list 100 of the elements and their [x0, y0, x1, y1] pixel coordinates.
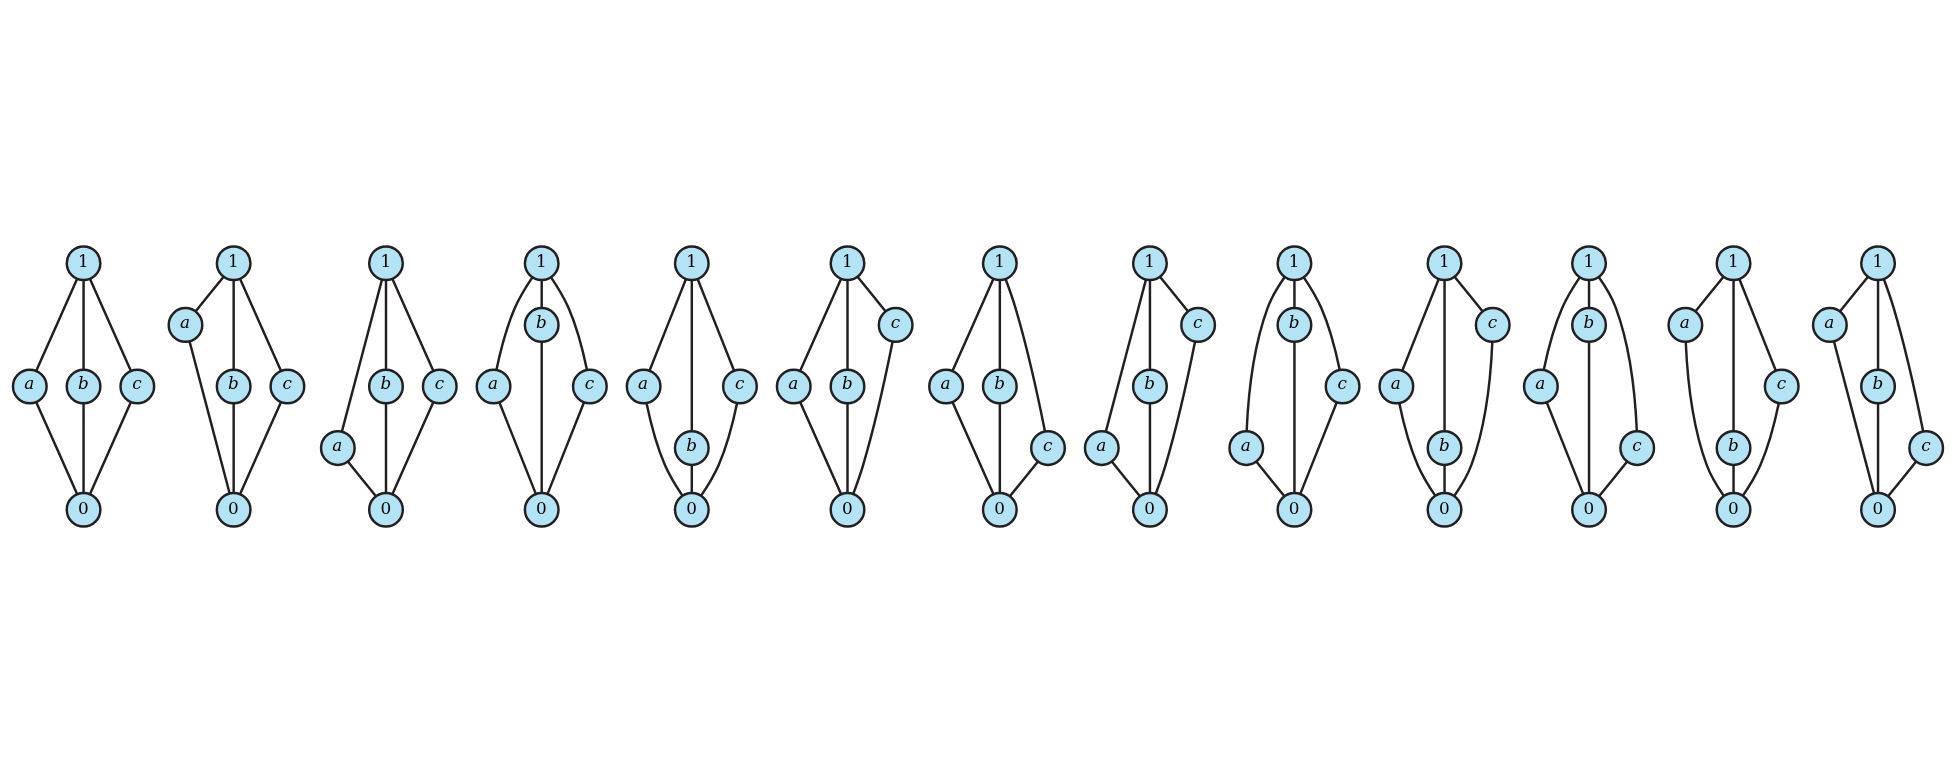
node-circle: 1 [1715, 244, 1752, 281]
connector [856, 275, 887, 312]
connector [1597, 275, 1639, 431]
node-circle: 1 [981, 244, 1018, 281]
connector [232, 402, 235, 493]
connector [1004, 278, 1047, 432]
node-circle: b [1715, 429, 1752, 466]
node-circle: c [1324, 367, 1361, 405]
node-circle: b [1131, 367, 1168, 405]
node-circle: 1 [1571, 244, 1608, 281]
node-circle: b [523, 306, 560, 343]
connector [1443, 279, 1446, 431]
connector [384, 402, 388, 493]
connector [347, 460, 377, 497]
connector [1443, 464, 1446, 493]
node-circle: 1 [367, 244, 405, 281]
connector [648, 278, 688, 371]
connector [1111, 460, 1141, 497]
connector [1545, 401, 1585, 494]
node-circle: c [877, 306, 914, 343]
node-circle: c [119, 367, 156, 405]
connector [1148, 402, 1152, 493]
connector [495, 276, 534, 370]
node-circle: 0 [65, 491, 102, 528]
node-circle: b [1571, 306, 1608, 343]
node-circle: b [1426, 429, 1463, 466]
node-circle: b [673, 429, 710, 466]
node-circle: 0 [367, 491, 405, 528]
connector [550, 276, 589, 370]
connector [998, 402, 1002, 493]
connector [1159, 275, 1189, 312]
connector [540, 341, 543, 493]
connector [1299, 401, 1338, 494]
node-circle: a [167, 306, 204, 343]
node-circle: a [625, 367, 662, 405]
connector [690, 464, 694, 493]
node-circle: b [65, 367, 102, 405]
connector [799, 401, 843, 495]
node-circle: a [1522, 367, 1559, 405]
node-circle: c [571, 367, 608, 405]
node-circle: 1 [215, 244, 252, 281]
node-circle: 0 [523, 491, 560, 528]
node-circle: a [11, 367, 48, 405]
node-circle: 1 [1131, 244, 1168, 281]
connector [1882, 278, 1925, 432]
connector [1742, 402, 1780, 496]
node-circle: b [981, 367, 1018, 405]
connector [540, 279, 543, 308]
connector [1732, 464, 1735, 493]
connector [645, 402, 684, 496]
connector [340, 278, 384, 432]
connector [1839, 275, 1869, 312]
connector [1293, 341, 1296, 493]
node-circle: c [1474, 306, 1511, 343]
node-circle: 1 [673, 244, 710, 281]
node-circle: 1 [523, 244, 560, 281]
connector [1694, 275, 1725, 312]
connector [846, 279, 849, 370]
connector [1453, 341, 1494, 497]
node-circle: 0 [673, 491, 710, 528]
connector [89, 278, 132, 371]
connector [1887, 460, 1917, 497]
node-circle: 0 [1571, 491, 1608, 528]
node-circle: c [421, 367, 458, 405]
connector [239, 278, 283, 371]
node-circle: c [1030, 429, 1067, 466]
node-circle: c [1619, 429, 1656, 466]
connector [846, 402, 849, 493]
connector [82, 279, 85, 370]
node-circle: 0 [215, 491, 252, 528]
node-circle: a [1811, 306, 1848, 343]
connector [1148, 279, 1152, 370]
node-circle: 0 [1131, 491, 1168, 528]
connector [391, 278, 435, 371]
connector [35, 401, 79, 495]
node-circle: a [775, 367, 812, 405]
connector [852, 340, 894, 494]
node-circle: 1 [829, 244, 866, 281]
connector [498, 401, 537, 494]
node-circle: 1 [65, 244, 102, 281]
node-circle: 0 [1860, 491, 1897, 528]
connector [1684, 341, 1725, 497]
connector [88, 401, 132, 495]
node-circle: a [1667, 306, 1704, 343]
connector [391, 401, 435, 495]
connector [239, 401, 282, 495]
connector [1009, 460, 1039, 497]
connector [700, 402, 739, 496]
node-circle: 1 [1426, 244, 1463, 281]
connector [696, 278, 736, 371]
node-circle: b [215, 367, 252, 405]
connector [1876, 402, 1880, 493]
node-circle: 0 [829, 491, 866, 528]
connector [1598, 460, 1628, 497]
node-circle: 1 [1860, 244, 1897, 281]
node-circle: b [1860, 367, 1897, 405]
connector [1587, 279, 1591, 308]
node-circle: 0 [1715, 491, 1752, 528]
node-circle: c [269, 367, 306, 405]
connector [1401, 278, 1440, 371]
